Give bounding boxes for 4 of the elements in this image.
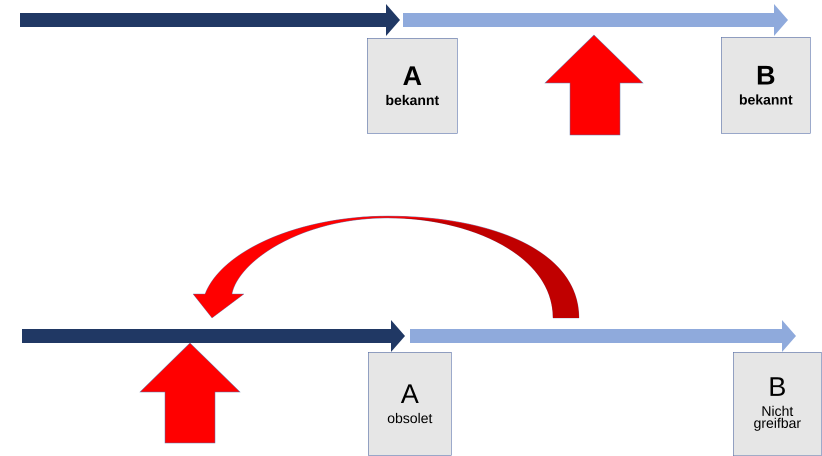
label-box: A obsolet bbox=[368, 352, 452, 456]
label-box: A bekannt bbox=[367, 38, 458, 134]
label-box: B Nicht greifbar bbox=[733, 352, 822, 456]
label-box: B bekannt bbox=[721, 37, 811, 134]
